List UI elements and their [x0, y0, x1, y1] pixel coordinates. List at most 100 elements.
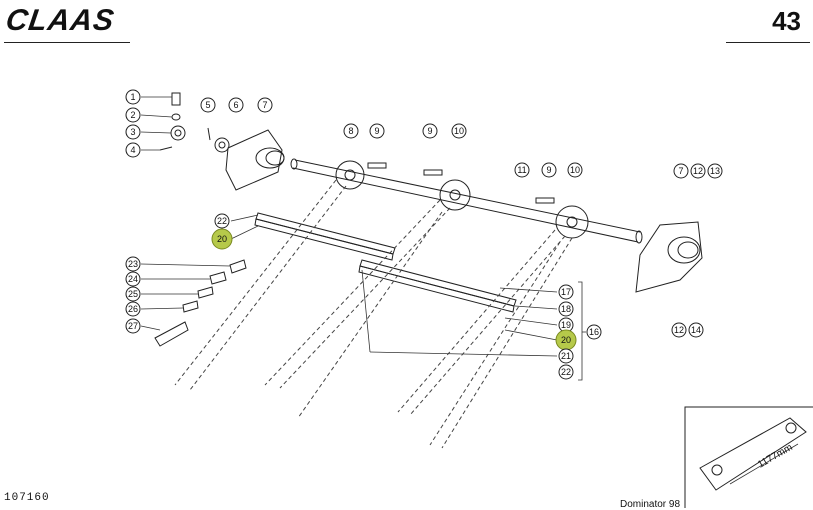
- header-rule-left: [4, 42, 130, 43]
- callout-label: 17: [561, 287, 571, 297]
- callout-label: 21: [561, 351, 571, 361]
- pin-4: [159, 146, 173, 151]
- document-id: 107160: [4, 492, 50, 504]
- callout-22: 22: [558, 364, 574, 380]
- callout-label: 24: [128, 274, 138, 284]
- callout-circle: [541, 162, 557, 178]
- callout-11: 11: [514, 162, 530, 178]
- callout-circle: [558, 284, 574, 300]
- washer-2: [171, 113, 181, 121]
- callout-label: 12: [693, 166, 703, 176]
- callout-4: 4: [125, 142, 141, 158]
- guide-block-23: [229, 259, 247, 274]
- callout-23: 23: [125, 256, 141, 272]
- callout-22: 22: [214, 213, 230, 229]
- bolt-1: [171, 92, 181, 106]
- callout-circle: [671, 322, 687, 338]
- callout-circle: [125, 124, 141, 140]
- callout-circle: [558, 364, 574, 380]
- callout-circle: [125, 89, 141, 105]
- nut-3: [170, 125, 186, 141]
- callout-9: 9: [422, 123, 438, 139]
- page-number: 43: [772, 6, 801, 36]
- callout-7: 7: [257, 97, 273, 113]
- callout-label: 8: [348, 126, 353, 136]
- screw-5: [207, 127, 211, 141]
- shaft-key-3: [535, 197, 555, 204]
- callout-label: 10: [454, 126, 464, 136]
- callout-label: 5: [205, 100, 210, 110]
- inset-dimension-label: 1177mm: [756, 442, 795, 471]
- callout-14: 14: [688, 322, 704, 338]
- callout-circle: [125, 142, 141, 158]
- callout-19: 19: [558, 317, 574, 333]
- callout-12: 12: [671, 322, 687, 338]
- callout-18: 18: [558, 301, 574, 317]
- callout-circle: [125, 256, 141, 272]
- callout-circle: [558, 301, 574, 317]
- callout-label: 14: [691, 325, 701, 335]
- callout-9: 9: [369, 123, 385, 139]
- sprocket-right: [555, 205, 589, 239]
- callout-label: 3: [130, 127, 135, 137]
- callout-label: 7: [678, 166, 683, 176]
- callout-17: 17: [558, 284, 574, 300]
- callout-7: 7: [673, 163, 689, 179]
- guide-rail-lower: [358, 259, 517, 313]
- callout-10: 10: [567, 162, 583, 178]
- guide-block-26: [182, 300, 199, 313]
- callout-5: 5: [200, 97, 216, 113]
- callout-label: 4: [130, 145, 135, 155]
- callout-label: 9: [374, 126, 379, 136]
- callout-circle: [211, 228, 233, 250]
- callout-circle: [200, 97, 216, 113]
- model-label: Dominator 98: [620, 499, 681, 510]
- callout-circle: [125, 301, 141, 317]
- callout-3: 3: [125, 124, 141, 140]
- callout-10: 10: [451, 123, 467, 139]
- bearing-flange-right: [635, 221, 703, 293]
- callout-circle: [228, 97, 244, 113]
- callout-label: 16: [589, 327, 599, 337]
- callout-20: 20: [555, 329, 577, 351]
- callout-label: 12: [674, 325, 684, 335]
- callout-label: 10: [570, 165, 580, 175]
- callout-8: 8: [343, 123, 359, 139]
- callout-16: 16: [586, 324, 602, 340]
- callout-2: 2: [125, 107, 141, 123]
- callout-circle: [125, 286, 141, 302]
- callout-label: 7: [262, 100, 267, 110]
- callout-26: 26: [125, 301, 141, 317]
- callout-circle: [343, 123, 359, 139]
- callout-circle: [586, 324, 602, 340]
- callout-label: 25: [128, 289, 138, 299]
- callout-circle: [690, 163, 706, 179]
- callout-label: 1: [130, 92, 135, 102]
- callout-circle: [514, 162, 530, 178]
- callout-circle: [451, 123, 467, 139]
- callout-label: 20: [217, 234, 227, 244]
- callout-6: 6: [228, 97, 244, 113]
- chain-paths: [174, 179, 573, 449]
- callout-circle: [707, 163, 723, 179]
- callout-12: 12: [690, 163, 706, 179]
- callout-1: 1: [125, 89, 141, 105]
- callout-label: 19: [561, 320, 571, 330]
- callout-label: 22: [217, 216, 227, 226]
- header-rule-right: [726, 42, 810, 43]
- callout-label: 6: [233, 100, 238, 110]
- inset-detail: [684, 406, 813, 508]
- callout-circle: [257, 97, 273, 113]
- guide-block-24: [209, 271, 227, 285]
- callout-24: 24: [125, 271, 141, 287]
- bearing-unit: [214, 137, 230, 153]
- callout-label: 13: [710, 166, 720, 176]
- callout-20: 20: [211, 228, 233, 250]
- sprocket-middle: [439, 179, 471, 211]
- callout-label: 11: [517, 165, 526, 175]
- callout-25: 25: [125, 286, 141, 302]
- callout-label: 9: [427, 126, 432, 136]
- main-shaft: [290, 158, 643, 244]
